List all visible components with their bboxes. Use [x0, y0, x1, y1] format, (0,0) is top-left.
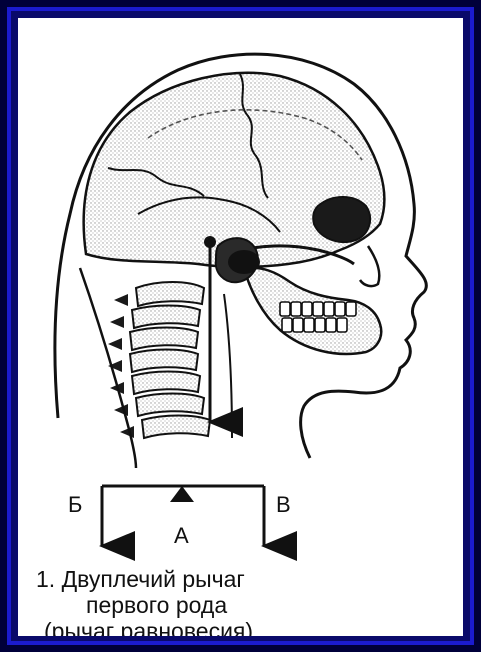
center-of-gravity-point	[204, 236, 216, 248]
lever-label-right: В	[276, 492, 291, 518]
neck-front-outline	[224, 294, 232, 438]
lever-label-left: Б	[68, 492, 82, 518]
caption-line-1: 1. Двуплечий рычаг	[36, 566, 245, 593]
eye-orbit	[313, 197, 370, 242]
head-lever-illustration	[18, 18, 463, 636]
fulcrum-triangle	[170, 486, 194, 502]
cervical-spine	[130, 282, 210, 438]
caption-line-2: первого рода	[86, 592, 227, 619]
nasal-cavity	[360, 246, 379, 286]
condyle	[228, 250, 260, 274]
caption-line-3: (рычаг равновесия)	[44, 618, 253, 636]
lever-label-center: А	[174, 523, 189, 549]
illustration-panel: Б А В 1. Двуплечий рычаг первого рода (р…	[18, 18, 463, 636]
